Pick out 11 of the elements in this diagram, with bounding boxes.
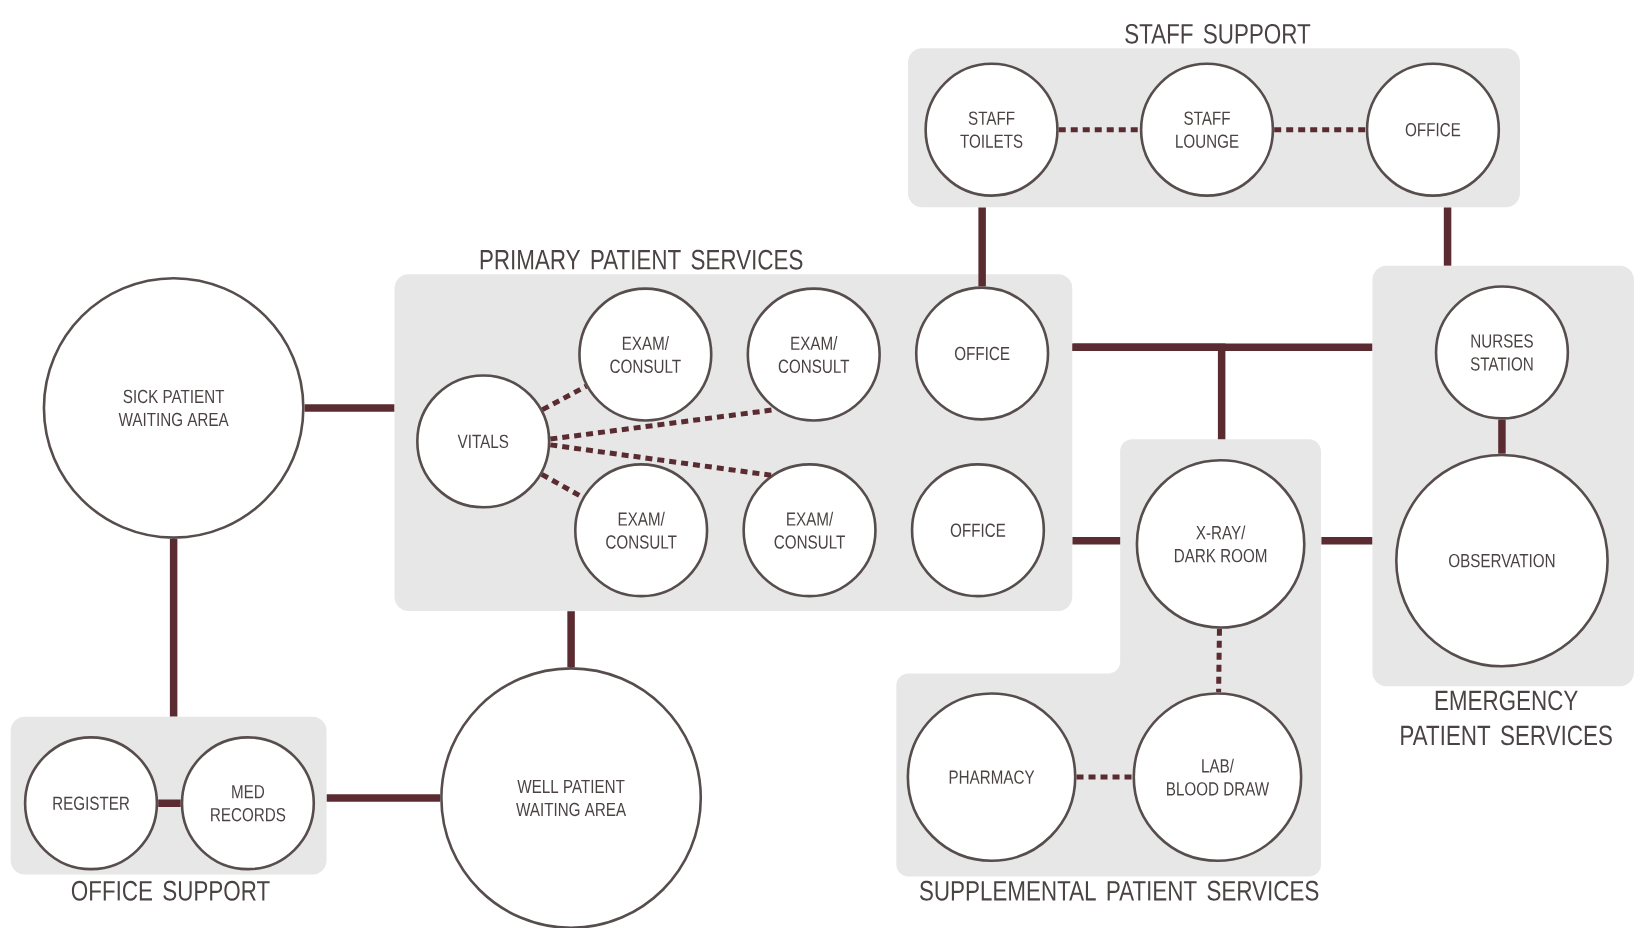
node-label: PRIMARY PATIENT SERVICES [480,249,803,270]
connector [1274,127,1366,133]
connector [1216,628,1222,693]
node-label: SUPPLEMENTAL PATIENT SERVICES [919,880,1319,901]
connector [549,442,772,478]
node-label: OFFICE SUPPORT [71,880,270,901]
node-label: STAFF SUPPORT [1125,23,1311,44]
connector [541,384,588,412]
connector [1058,127,1140,133]
connector [1076,774,1133,780]
node-label: EMERGENCY PATIENT SERVICES [1401,690,1612,746]
